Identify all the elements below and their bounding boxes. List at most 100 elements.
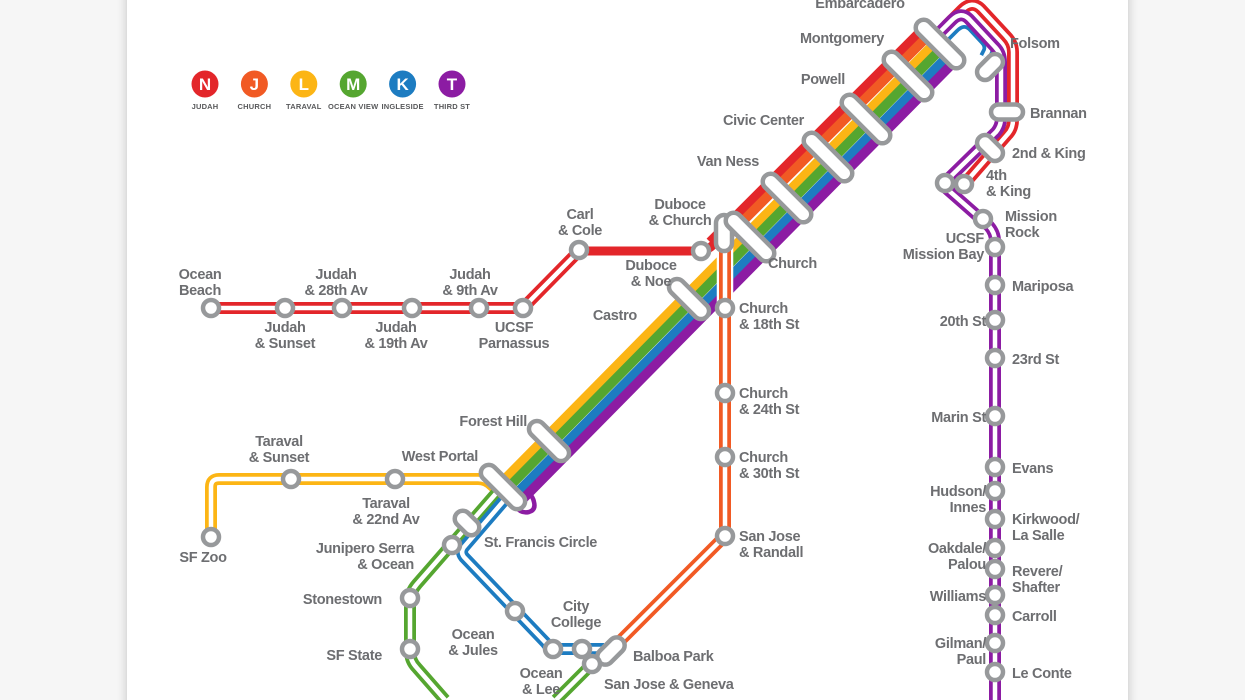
station-label-kirkwood-lasalle: Kirkwood/La Salle xyxy=(1012,512,1080,544)
station-label-civic-center: Civic Center xyxy=(723,113,805,129)
station-marker-le-conte[interactable] xyxy=(984,661,1006,683)
t-line-west-portal-turnback xyxy=(513,491,537,515)
station-marker-forest-hill[interactable] xyxy=(526,418,573,465)
station-label-oakdale-palou: Oakdale/Palou xyxy=(928,541,986,573)
station-marker-marin-st[interactable] xyxy=(984,405,1006,427)
station-marker-williams[interactable] xyxy=(984,584,1006,606)
station-label-church-18th: Church& 18th St xyxy=(739,301,800,333)
station-marker-duboce-noe[interactable] xyxy=(690,240,712,262)
station-label-sf-zoo: SF Zoo xyxy=(179,550,227,566)
station-marker-powell[interactable] xyxy=(838,91,893,146)
station-marker-mariposa[interactable] xyxy=(984,274,1006,296)
station-label-judah-28th: Judah& 28th Av xyxy=(304,267,367,299)
station-marker-church[interactable] xyxy=(722,209,777,264)
station-marker-folsom[interactable] xyxy=(974,51,1007,84)
station-label-brannan: Brannan xyxy=(1030,106,1087,122)
station-label-judah-9th: Judah& 9th Av xyxy=(442,267,498,299)
station-label-taraval-sunset: Taraval& Sunset xyxy=(249,434,310,466)
station-marker-civic-center[interactable] xyxy=(800,129,855,184)
station-marker-sf-state[interactable] xyxy=(399,638,421,660)
station-marker-judah-sunset[interactable] xyxy=(274,297,296,319)
station-marker-west-portal[interactable] xyxy=(478,462,529,513)
station-marker-montgomery[interactable] xyxy=(880,48,935,103)
station-marker-twentieth-st[interactable] xyxy=(984,309,1006,331)
station-marker-twentythird-st[interactable] xyxy=(984,347,1006,369)
station-marker-san-jose-geneva[interactable] xyxy=(581,653,603,675)
station-marker-st-francis-circle[interactable] xyxy=(451,507,482,538)
station-label-mariposa: Mariposa xyxy=(1012,279,1074,295)
station-marker-ucsf-mission-bay[interactable] xyxy=(984,236,1006,258)
station-label-twentythird-st: 23rd St xyxy=(1012,352,1060,368)
station-label-judah-19th: Judah& 19th Av xyxy=(364,320,427,352)
station-label-church-30th: Church& 30th St xyxy=(739,450,800,482)
station-label-taraval-22nd: Taraval& 22nd Av xyxy=(352,496,419,528)
station-marker-judah-19th[interactable] xyxy=(401,297,423,319)
legend-bullet-K[interactable] xyxy=(389,70,417,98)
station-marker-taraval-22nd[interactable] xyxy=(384,468,406,490)
station-marker-evans[interactable] xyxy=(984,456,1006,478)
station-marker-stonestown[interactable] xyxy=(399,587,421,609)
legend-bullet-L[interactable] xyxy=(290,70,318,98)
station-marker-judah-28th[interactable] xyxy=(331,297,353,319)
station-label-sf-state: SF State xyxy=(326,648,382,664)
station-label-church-24th: Church& 24th St xyxy=(739,386,800,418)
station-marker-carl-cole[interactable] xyxy=(568,239,590,261)
station-marker-church-30th[interactable] xyxy=(714,446,736,468)
station-marker-mission-rock[interactable] xyxy=(972,208,994,230)
legend-bullet-M[interactable] xyxy=(339,70,367,98)
station-markers xyxy=(200,16,1026,683)
legend-name-T: THIRD ST xyxy=(434,102,470,111)
station-marker-sf-zoo[interactable] xyxy=(200,526,222,548)
station-marker-kirkwood-lasalle[interactable] xyxy=(984,508,1006,530)
station-marker-hudson-innes[interactable] xyxy=(984,480,1006,502)
station-label-ocean-lee: Ocean& Lee xyxy=(520,666,563,698)
station-marker-n-fourth-king[interactable] xyxy=(953,173,975,195)
station-label-duboce-church: Duboce& Church xyxy=(649,197,712,229)
station-marker-ocean-beach[interactable] xyxy=(200,297,222,319)
station-label-duboce-noe: Duboce& Noe xyxy=(625,258,677,290)
station-label-marin-st: Marin St xyxy=(931,410,986,426)
station-marker-carroll[interactable] xyxy=(984,604,1006,626)
station-marker-gilman-paul[interactable] xyxy=(984,632,1006,654)
station-marker-second-king[interactable] xyxy=(974,132,1007,165)
station-label-balboa-park: Balboa Park xyxy=(633,649,715,665)
station-marker-embarcadero[interactable] xyxy=(912,16,967,71)
legend-name-L: TARAVAL xyxy=(286,102,322,111)
station-marker-ucsf-parnassus[interactable] xyxy=(512,297,534,319)
station-marker-church-18th[interactable] xyxy=(714,297,736,319)
legend-bullet-J[interactable] xyxy=(240,70,268,98)
station-marker-taraval-sunset[interactable] xyxy=(280,468,302,490)
station-marker-church-24th[interactable] xyxy=(714,382,736,404)
station-marker-judah-9th[interactable] xyxy=(468,297,490,319)
legend-bullet-N[interactable] xyxy=(191,70,219,98)
station-marker-city-college[interactable] xyxy=(571,638,593,660)
station-marker-van-ness[interactable] xyxy=(759,170,814,225)
station-marker-ocean-jules[interactable] xyxy=(504,600,526,622)
station-marker-san-jose-randall[interactable] xyxy=(714,525,736,547)
station-label-n-fourth-king: 4th& King xyxy=(986,168,1031,200)
station-marker-oakdale-palou[interactable] xyxy=(984,537,1006,559)
station-marker-t-fourth-king[interactable] xyxy=(934,172,956,194)
station-marker-ocean-lee[interactable] xyxy=(542,638,564,660)
station-label-carl-cole: Carl& Cole xyxy=(558,207,602,239)
station-label-van-ness: Van Ness xyxy=(697,154,759,170)
station-marker-castro[interactable] xyxy=(666,276,713,323)
station-marker-junipero-serra[interactable] xyxy=(441,534,463,556)
station-marker-revere-shafter[interactable] xyxy=(984,558,1006,580)
station-marker-brannan[interactable] xyxy=(988,102,1026,122)
station-label-embarcadero: Embarcadero xyxy=(815,0,905,12)
station-label-montgomery: Montgomery xyxy=(800,31,884,47)
legend-name-N: JUDAH xyxy=(192,102,219,111)
station-label-twentieth-st: 20th St xyxy=(940,314,987,330)
legend-bullet-T[interactable] xyxy=(438,70,466,98)
